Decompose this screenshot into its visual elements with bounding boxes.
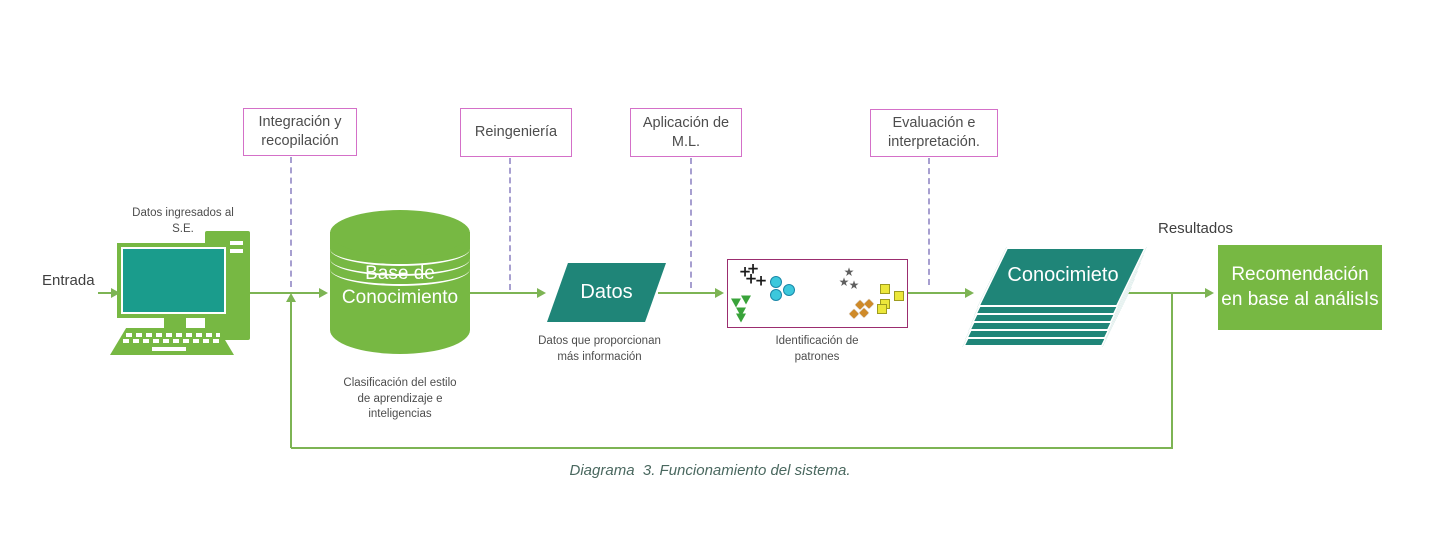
plus-marker-icon: +	[744, 269, 758, 288]
circle-marker-icon	[770, 276, 782, 288]
flow-line	[908, 292, 966, 294]
diamond-marker-icon: ◆	[849, 306, 859, 320]
knowledge-base-cylinder: Base de Conocimiento	[330, 210, 470, 375]
stage-label: Integración y recopilación	[258, 114, 342, 149]
flow-arrow	[965, 288, 974, 298]
triangle-marker-icon	[736, 313, 746, 323]
recommendation-label: Recomendación en base al análisIs	[1221, 263, 1379, 310]
dashed-connector-evaluacion	[928, 158, 930, 285]
keyboard-spacebar	[152, 347, 186, 351]
star-marker-icon: ★	[843, 265, 855, 279]
pattern-markers: ++++★★★◆◆◆◆	[728, 260, 907, 327]
circle-marker-icon	[783, 284, 795, 296]
stage-label: Aplicación de M.L.	[642, 114, 730, 150]
flow-arrow	[111, 288, 120, 298]
square-marker-icon	[894, 291, 904, 301]
stage-box-aplicacion-ml: Aplicación de M.L.	[630, 108, 742, 157]
resultados-label: Resultados	[1158, 220, 1234, 237]
flow-line	[658, 292, 716, 294]
circle-marker-icon	[770, 289, 782, 301]
diamond-marker-icon: ◆	[859, 305, 869, 319]
diamond-marker-icon: ◆	[864, 296, 874, 310]
cylinder-ring	[330, 252, 470, 286]
triangle-marker-icon	[741, 295, 751, 305]
datos-caption: Datos que proporcionan más información	[538, 335, 661, 363]
keyboard-keys-row	[123, 339, 222, 343]
knowledge-base-label: Base de Conocimiento	[341, 263, 459, 308]
square-marker-icon	[877, 304, 887, 314]
stage-box-integracion: Integración y recopilación	[243, 108, 357, 156]
dashed-connector-reingenieria	[509, 158, 511, 290]
flow-arrow	[715, 288, 724, 298]
entrada-label: Entrada	[42, 272, 95, 289]
flow-line	[470, 292, 538, 294]
plus-marker-icon: +	[754, 271, 768, 290]
feedback-line-down	[1171, 293, 1173, 448]
flow-line	[250, 292, 320, 294]
stage-label: Reingeniería	[474, 124, 558, 141]
pattern-caption: Identificación de patrones	[775, 335, 859, 363]
square-marker-icon	[880, 284, 890, 294]
feedback-line-up	[290, 301, 292, 448]
tower-vent	[230, 241, 243, 245]
diagram-caption: Diagrama 3. Funcionamiento del sistema.	[569, 462, 851, 479]
plus-marker-icon: +	[746, 259, 760, 278]
flow-arrow	[1205, 288, 1214, 298]
knowledge-base-caption: Clasificación del estilo de aprendizaje …	[343, 377, 457, 421]
datos-parallelogram: Datos	[547, 263, 666, 322]
datos-label: Datos	[580, 281, 633, 303]
stage-box-evaluacion: Evaluación e interpretación.	[870, 109, 998, 157]
flow-arrow	[537, 288, 546, 298]
triangle-marker-icon	[731, 298, 741, 308]
dashed-connector-aplicacion-ml	[690, 158, 692, 288]
triangle-marker-icon	[736, 307, 746, 317]
pattern-identification-box: ++++★★★◆◆◆◆	[727, 259, 908, 328]
computer-caption: Datos ingresados al S.E.	[132, 207, 234, 235]
diamond-marker-icon: ◆	[855, 297, 865, 311]
recommendation-box: Recomendación en base al análisIs	[1218, 245, 1382, 330]
plus-marker-icon: +	[738, 262, 752, 281]
knowledge-stack-label: Conocimieto	[1007, 264, 1119, 286]
flow-arrow	[319, 288, 328, 298]
monitor-screen	[123, 249, 224, 312]
dashed-connector-integracion	[290, 157, 292, 287]
keyboard-keys-row	[126, 333, 220, 337]
flow-line	[98, 292, 112, 294]
star-marker-icon: ★	[838, 275, 850, 289]
flow-line	[1128, 292, 1206, 294]
feedback-line-bottom	[291, 447, 1173, 449]
monitor-stand	[164, 318, 186, 329]
stage-box-reingenieria: Reingeniería	[460, 108, 572, 157]
tower-vent	[230, 249, 243, 253]
star-marker-icon: ★	[848, 278, 860, 292]
stage-label: Evaluación e interpretación.	[888, 115, 980, 150]
feedback-arrow-up	[286, 293, 296, 302]
